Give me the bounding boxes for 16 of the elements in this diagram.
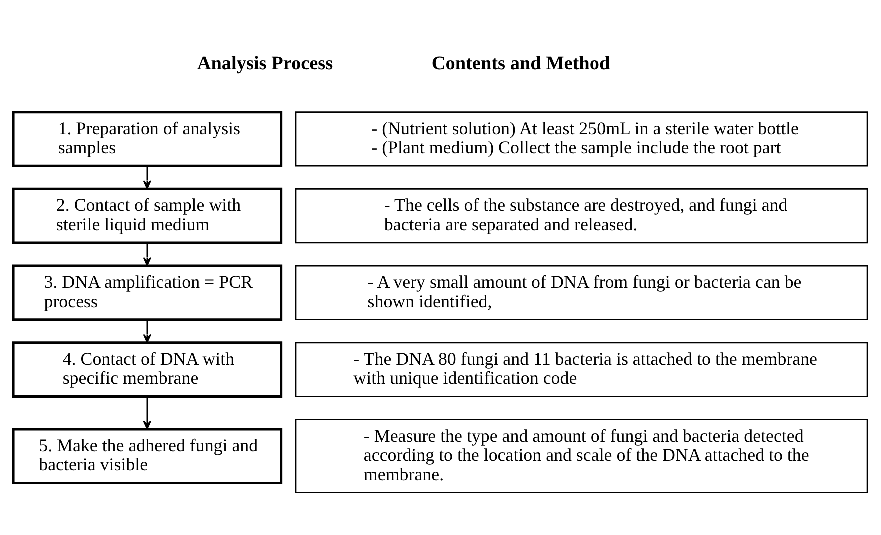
node-box: 2. Contact of sample with sterile liquid medium [12, 187, 283, 244]
label: Contents and Method [432, 52, 610, 74]
node-box: 5. Make the adhered fungi and bacteria visible [12, 428, 283, 484]
node-box: 3. DNA amplification = PCR process [12, 264, 283, 321]
node-box: - (Nutrient solution) At least 250mL in a sterile water bottle - (Plant medium) Collect the sample include the root part [295, 111, 868, 166]
node-box: - The cells of the substance are destroyed, and fungi and bacteria are separated and released. [295, 188, 868, 244]
label: Analysis Process [197, 52, 334, 74]
node-box: - Measure the type and amount of fungi and bacteria detected according to the location and scale of the DNA attached to the membrane. [295, 418, 868, 494]
arrow [143, 396, 152, 430]
arrow [143, 242, 152, 266]
arrow [143, 166, 152, 189]
node-box: - The DNA 80 fungi and 11 bacteria is attached to the membrane with unique identification code [295, 342, 868, 397]
node-box: 1. Preparation of analysis samples [12, 110, 283, 167]
node-box: - A very small amount of DNA from fungi or bacteria can be shown identified, [295, 264, 868, 320]
node-box: 4. Contact of DNA with specific membrane [12, 341, 283, 398]
arrow [143, 320, 152, 343]
